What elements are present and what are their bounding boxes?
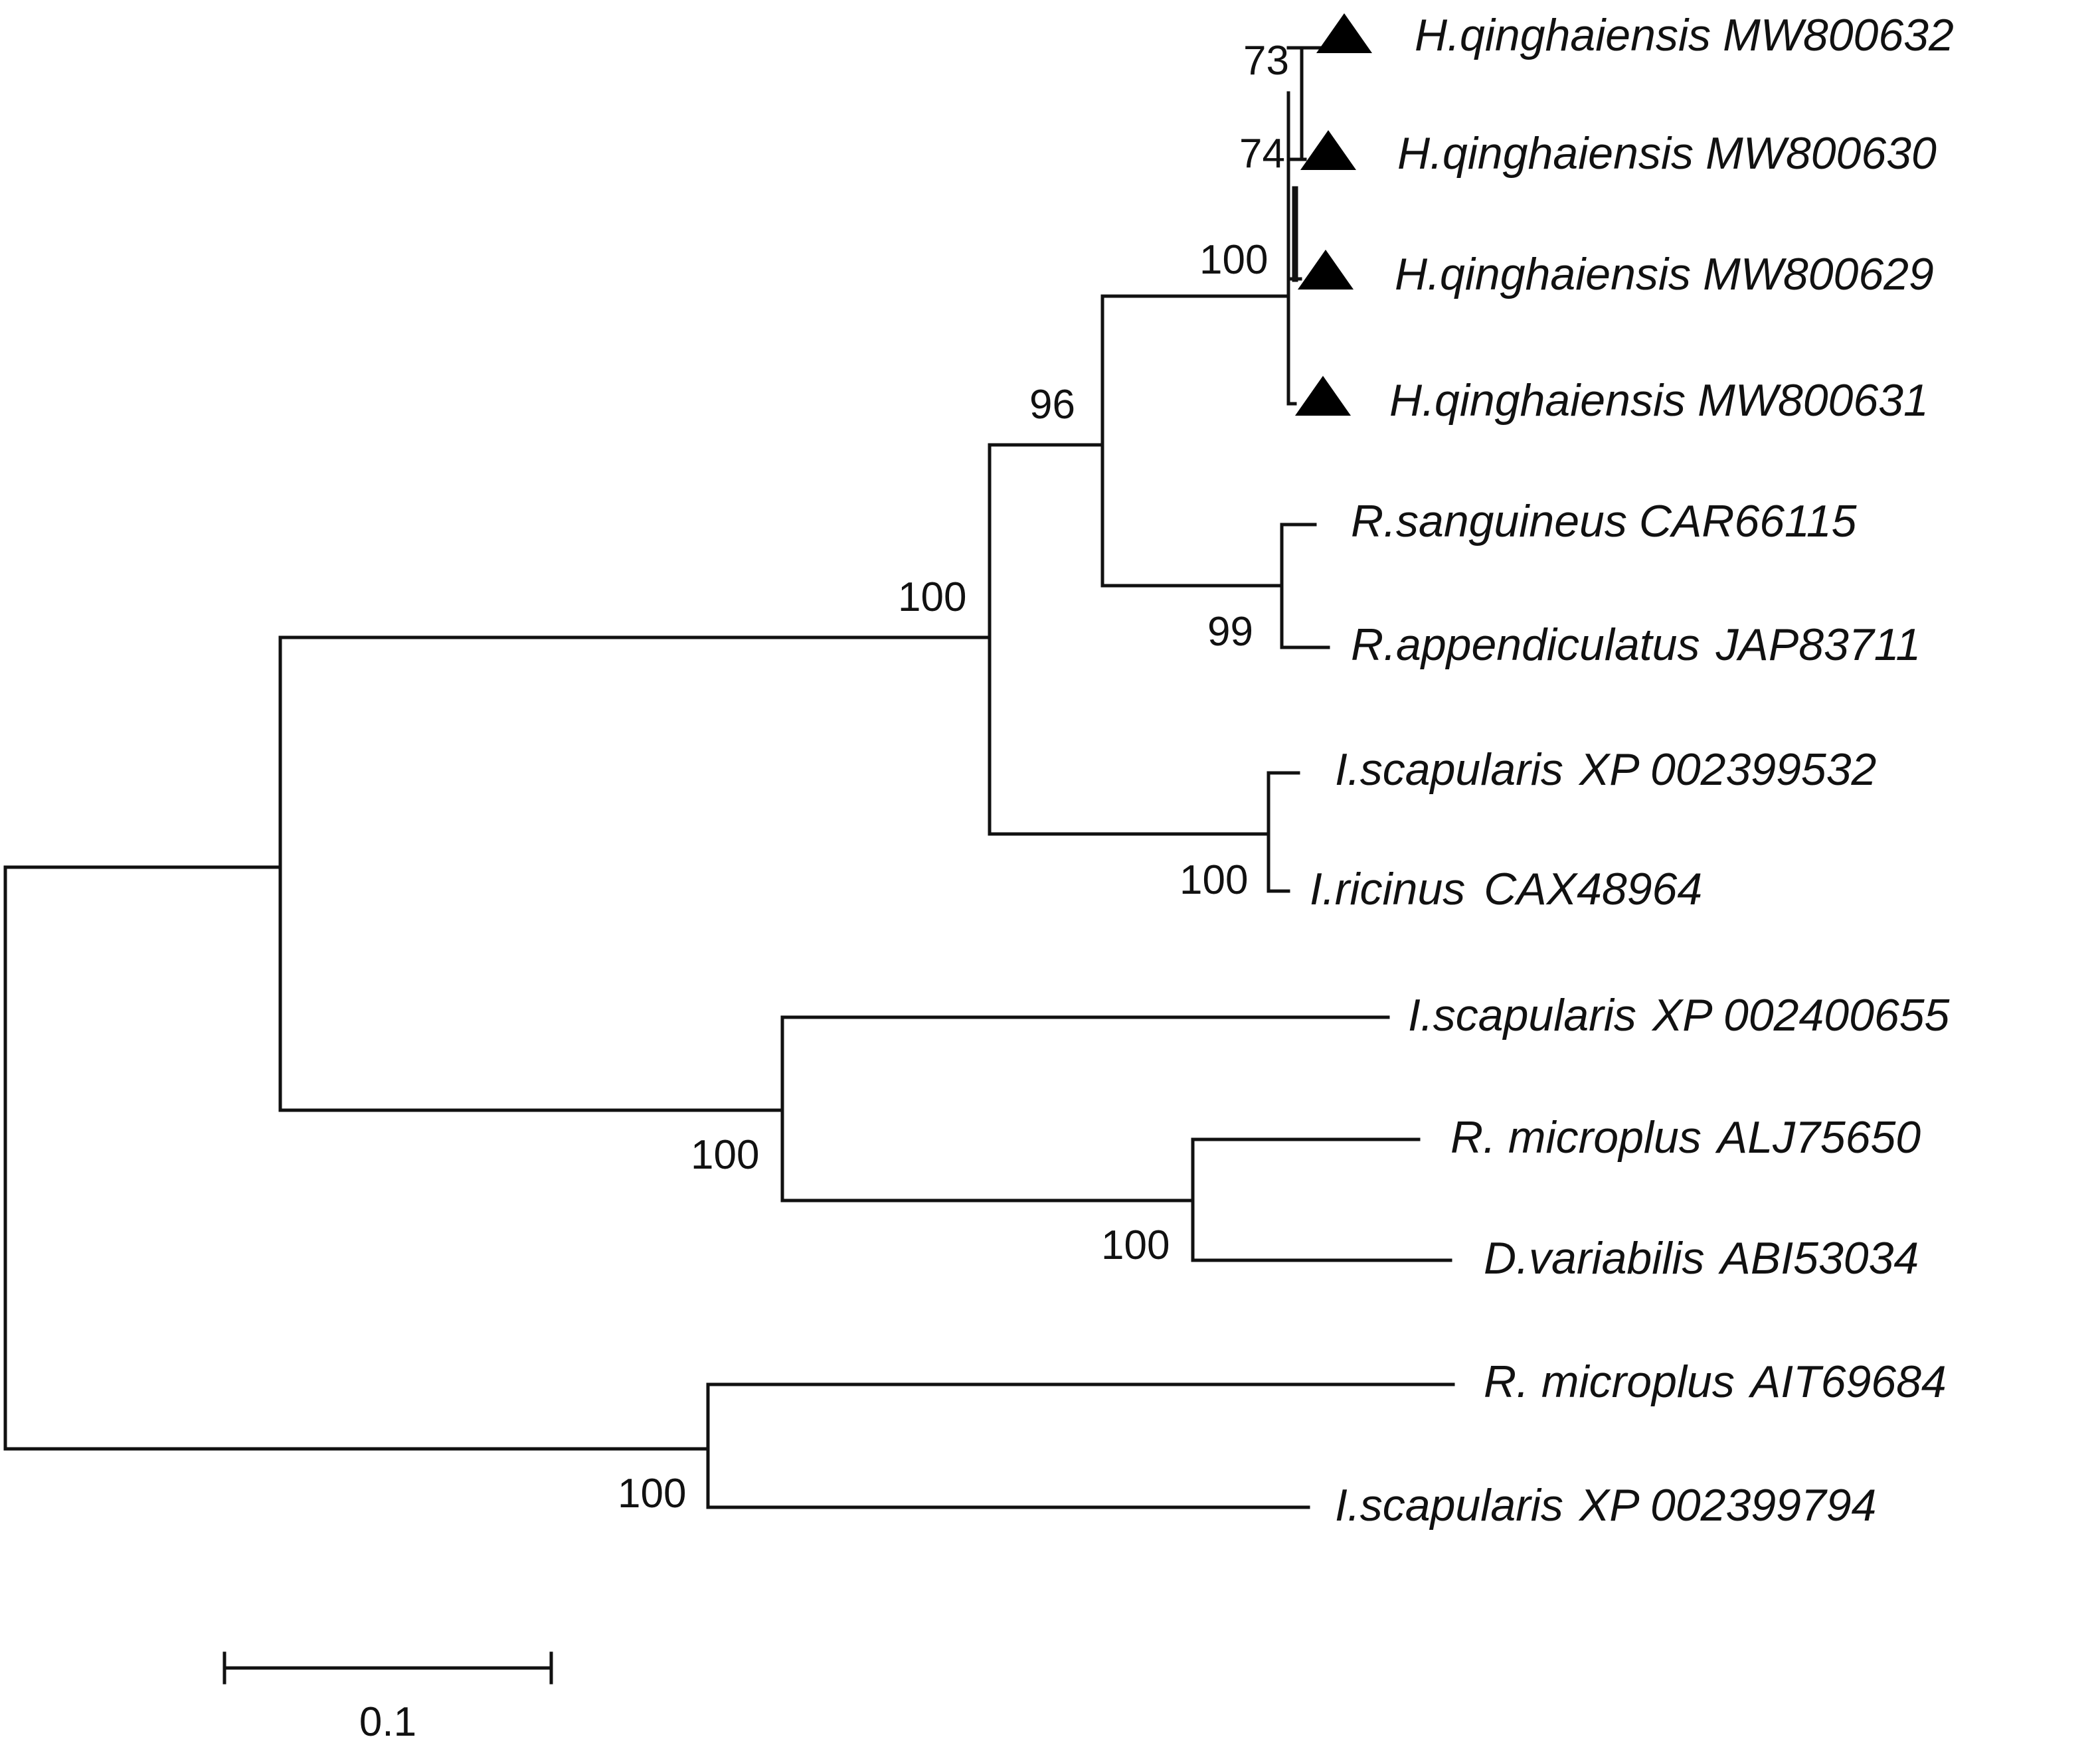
support-value: 100	[1199, 237, 1268, 283]
support-value: 100	[898, 574, 966, 620]
scale-bar: 0.1	[222, 1651, 553, 1743]
support-values: 73 74 100 96 99 100 100 100 100 100	[618, 38, 1289, 1517]
support-value: 100	[1180, 857, 1248, 903]
scale-bar-label: 0.1	[359, 1699, 416, 1743]
triangle-icon	[1298, 250, 1354, 290]
tree-branches	[3, 46, 1455, 1509]
triangle-icon	[1295, 376, 1351, 416]
support-value: 100	[691, 1132, 759, 1178]
markers	[1295, 13, 1372, 416]
support-value: 99	[1207, 609, 1253, 655]
triangle-icon	[1316, 13, 1372, 53]
support-value: 73	[1243, 38, 1289, 84]
triangle-icon	[1300, 130, 1356, 170]
support-value: 100	[618, 1471, 686, 1517]
support-value: 96	[1029, 382, 1075, 428]
support-value: 74	[1239, 131, 1285, 177]
support-value: 100	[1101, 1222, 1170, 1268]
